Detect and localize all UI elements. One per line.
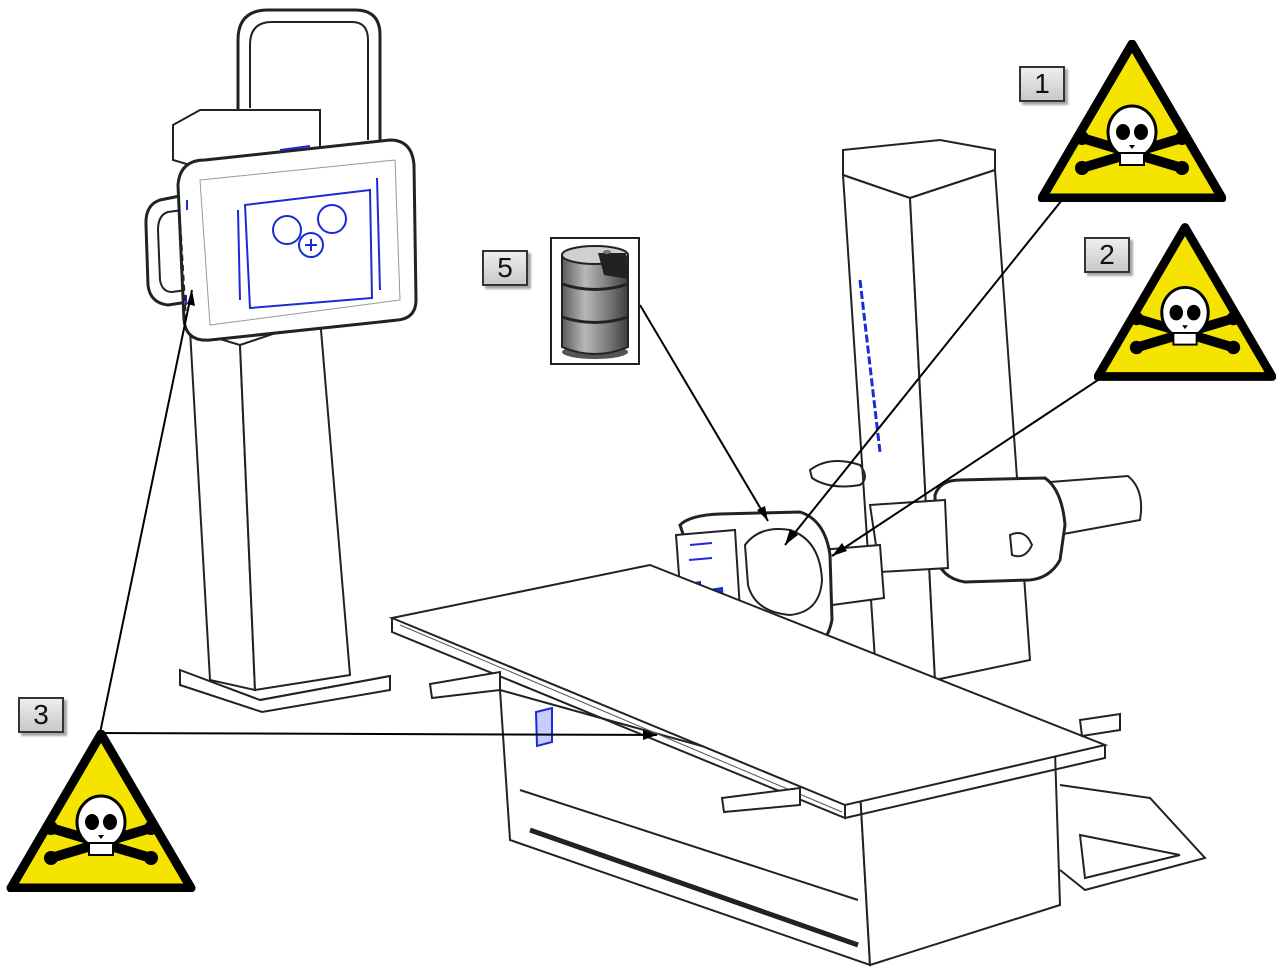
- patient-table: [388, 563, 1207, 967]
- toxic-hazard-icon: [1094, 223, 1276, 381]
- callout-label-1: 1: [1019, 66, 1065, 102]
- toxic-hazard-icon: [1038, 40, 1226, 202]
- callout-label-2: 2: [1084, 237, 1130, 273]
- callout-label-5: 5: [482, 250, 528, 286]
- leader-arrowheads: [187, 290, 847, 740]
- oil-barrel-icon: [561, 245, 629, 359]
- toxic-hazard-icon: [6, 730, 196, 892]
- leader-lines: [99, 199, 1099, 736]
- wall-stand: [144, 8, 418, 714]
- callout-label-3: 3: [18, 697, 64, 733]
- oil-barrel-symbol: [550, 237, 640, 365]
